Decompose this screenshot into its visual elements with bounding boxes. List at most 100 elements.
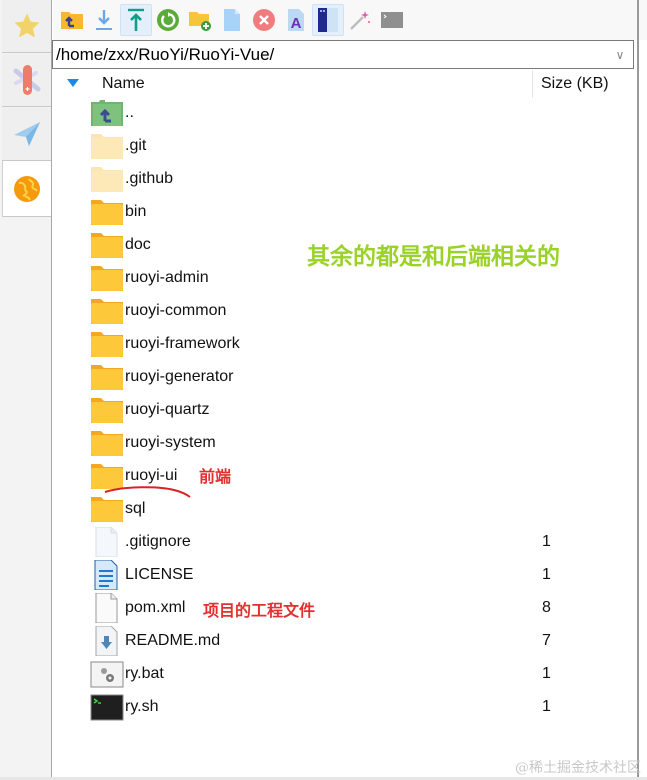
list-item-folder[interactable]: .git xyxy=(53,129,637,162)
toolbar: A xyxy=(53,0,647,40)
list-item-file[interactable]: ry.bat 1 xyxy=(53,657,637,690)
paper-plane-icon xyxy=(13,122,40,146)
list-item-folder[interactable]: ruoyi-system xyxy=(53,426,637,459)
pom-annotation: 项目的工程文件 xyxy=(203,603,316,620)
parent-directory-icon xyxy=(91,100,123,126)
list-item-parent[interactable]: .. xyxy=(53,96,637,129)
refresh-icon xyxy=(157,9,179,31)
terminal-button[interactable] xyxy=(376,4,408,36)
list-item-file[interactable]: .gitignore 1 xyxy=(53,525,637,558)
column-header-name[interactable]: Name xyxy=(102,75,145,92)
upload-button[interactable] xyxy=(120,4,152,36)
list-item-folder[interactable]: ruoyi-admin xyxy=(53,261,637,294)
list-item-file[interactable]: pom.xml 8 xyxy=(53,591,637,624)
file-name: README.md xyxy=(125,631,221,649)
new-folder-icon xyxy=(189,12,211,31)
file-name: .gitignore xyxy=(125,532,191,550)
hidden-folder-icon xyxy=(91,134,123,159)
list-item-folder[interactable]: sql xyxy=(53,492,637,525)
file-name: LICENSE xyxy=(125,565,194,583)
frontend-annotation: 前端 xyxy=(199,469,232,486)
delete-icon xyxy=(253,9,275,31)
folder-icon xyxy=(91,464,123,489)
column-divider[interactable] xyxy=(532,70,533,98)
column-header-size[interactable]: Size (KB) xyxy=(541,75,609,92)
folder-icon xyxy=(91,299,123,324)
batch-file-icon xyxy=(90,661,124,688)
file-size: 1 xyxy=(542,664,551,682)
file-name: ruoyi-quartz xyxy=(125,400,210,418)
magic-wand-icon xyxy=(350,11,370,30)
file-name: sql xyxy=(125,499,146,517)
list-item-folder[interactable]: ruoyi-quartz xyxy=(53,393,637,426)
swiss-knife-icon xyxy=(13,65,40,95)
list-item-folder[interactable]: ruoyi-framework xyxy=(53,327,637,360)
list-item-folder[interactable]: ruoyi-ui xyxy=(53,459,637,492)
list-item-folder[interactable]: doc xyxy=(53,228,637,261)
folder-icon xyxy=(91,497,123,522)
upload-icon xyxy=(128,8,144,31)
file-name: .github xyxy=(125,169,174,187)
file-size: 8 xyxy=(542,598,551,616)
sidebar-tab-remote[interactable] xyxy=(2,161,51,217)
list-item-folder[interactable]: ruoyi-generator xyxy=(53,360,637,393)
bottom-border xyxy=(0,777,647,780)
folder-icon xyxy=(91,365,123,390)
file-list: .. .git .github bin doc ruoyi-admin ruoy… xyxy=(53,96,637,723)
parent-folder-button[interactable] xyxy=(56,4,88,36)
new-file-button[interactable] xyxy=(216,4,248,36)
folder-icon xyxy=(91,233,123,258)
list-item-folder[interactable]: bin xyxy=(53,195,637,228)
markdown-file-icon xyxy=(95,626,118,656)
file-name: ruoyi-framework xyxy=(125,334,240,352)
delete-button[interactable] xyxy=(248,4,280,36)
download-icon xyxy=(96,10,112,30)
sidebar-tab-tools[interactable] xyxy=(2,54,51,107)
file-name: ruoyi-generator xyxy=(125,367,234,385)
panel-border xyxy=(637,0,639,780)
file-name: doc xyxy=(125,235,151,253)
file-size: 1 xyxy=(542,565,551,583)
file-name: pom.xml xyxy=(125,598,186,616)
file-name: ry.bat xyxy=(125,664,164,682)
list-item-file[interactable]: ry.sh 1 xyxy=(53,690,637,723)
properties-button[interactable] xyxy=(312,4,344,36)
annotation-underline xyxy=(104,486,191,498)
properties-icon xyxy=(318,8,338,32)
terminal-icon xyxy=(381,12,403,28)
refresh-button[interactable] xyxy=(152,4,184,36)
hidden-folder-icon xyxy=(91,167,123,192)
folder-icon xyxy=(91,332,123,357)
sidebar xyxy=(0,0,52,780)
backend-annotation: 其余的都是和后端相关的 xyxy=(307,243,560,269)
chevron-down-icon[interactable]: ∨ xyxy=(615,47,625,62)
new-file-icon xyxy=(224,9,240,31)
sort-descending-icon[interactable] xyxy=(67,79,79,87)
list-item-file[interactable]: LICENSE 1 xyxy=(53,558,637,591)
file-name: ry.sh xyxy=(125,697,159,715)
download-button[interactable] xyxy=(88,4,120,36)
file-name: ruoyi-system xyxy=(125,433,216,451)
list-item-folder[interactable]: ruoyi-common xyxy=(53,294,637,327)
parent-folder-icon xyxy=(61,12,83,29)
rename-button[interactable]: A xyxy=(280,4,312,36)
list-item-folder[interactable]: .github xyxy=(53,162,637,195)
folder-icon xyxy=(91,398,123,423)
text-file-icon xyxy=(94,560,118,590)
rename-icon: A xyxy=(288,9,304,32)
sidebar-tab-favorites[interactable] xyxy=(2,0,51,53)
sidebar-tab-send[interactable] xyxy=(2,108,51,161)
file-size: 1 xyxy=(542,697,551,715)
file-name: .git xyxy=(125,136,147,154)
svg-text:A: A xyxy=(291,15,302,32)
magic-wand-button[interactable] xyxy=(344,4,376,36)
path-input[interactable]: /home/zxx/RuoYi/RuoYi-Vue/ xyxy=(56,44,275,64)
file-name: ruoyi-admin xyxy=(125,268,209,286)
list-item-file[interactable]: README.md 7 xyxy=(53,624,637,657)
path-combobox[interactable]: /home/zxx/RuoYi/RuoYi-Vue/ ∨ xyxy=(52,40,634,69)
file-name: ruoyi-ui xyxy=(125,466,178,484)
new-folder-button[interactable] xyxy=(184,4,216,36)
folder-icon xyxy=(91,200,123,225)
file-name: .. xyxy=(125,103,134,121)
file-name: bin xyxy=(125,202,147,220)
